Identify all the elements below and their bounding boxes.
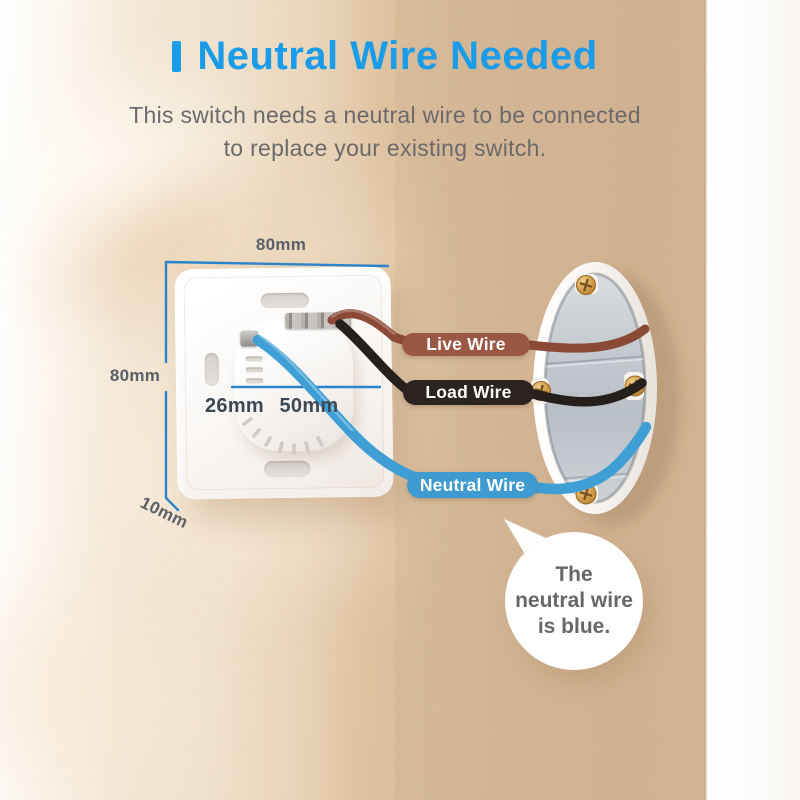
neutral-terminal-clamp [240,330,259,347]
mechanism-vent [245,367,263,373]
dimension-mechanism-diameter: 50mm [279,395,339,417]
dimension-edge-offset: 26mm [205,395,265,417]
speech-bubble-text: is blue. [537,615,611,638]
mechanism-vent [245,356,263,362]
wall-corner-edge [704,0,707,800]
page-subtitle: This switch needs a neutral wire to be c… [0,99,770,165]
subtitle-line: to replace your existing switch. [223,135,547,161]
mechanism-vent [245,378,264,384]
header: Neutral Wire Needed [0,34,770,79]
plate-slot-top [260,292,309,309]
terminal-block [285,312,352,329]
page-title: Neutral Wire Needed [197,34,598,78]
load-wire-label: Load Wire [403,380,534,405]
title-accent-bar [172,41,182,72]
plate-slot-bottom [264,460,311,478]
live-wire-label: Live Wire [402,333,530,356]
neutral-wire-label: Neutral Wire [407,472,538,498]
plate-slot-left [204,352,220,387]
subtitle-line: This switch needs a neutral wire to be c… [129,102,641,128]
dimension-plate-height: 80mm [109,366,161,385]
side-wall-background [707,0,800,800]
speech-bubble-text: The [555,563,593,586]
speech-bubble-text: neutral wire [515,589,633,612]
speech-bubble: The neutral wire is blue. [505,532,643,670]
dimension-plate-width: 80mm [255,235,307,254]
smart-switch-back [174,266,394,500]
